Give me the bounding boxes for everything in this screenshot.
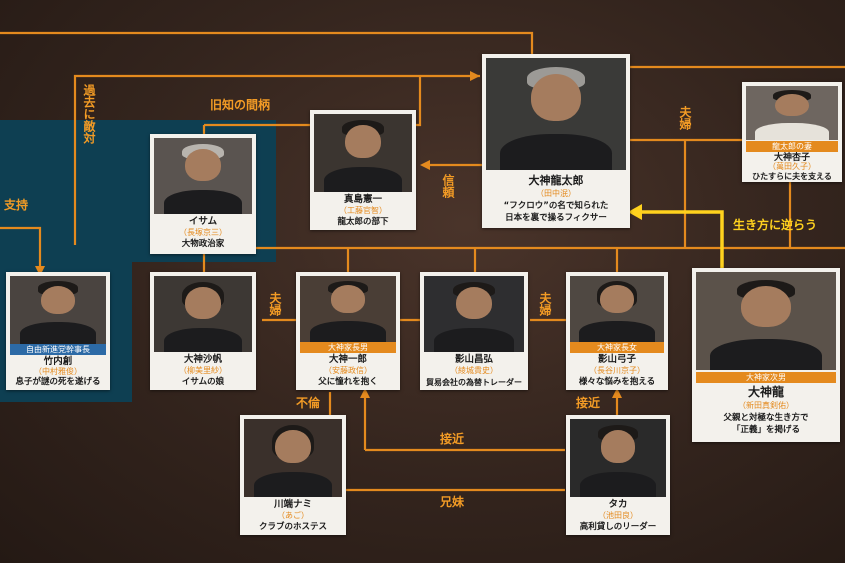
name-yumiko: 影山弓子 — [597, 354, 636, 365]
actor-mashima: （工藤官智） — [339, 206, 387, 215]
name-ryutaro: 大神龍太郎 — [528, 174, 584, 187]
label-furin: 不倫 — [296, 396, 321, 410]
name-takeuchi: 竹内創 — [43, 356, 73, 367]
actor-takeuchi: （中村雅俊） — [34, 367, 82, 376]
name-mashima: 真島憲一 — [343, 194, 382, 205]
role-takeuchi: 自由新進党幹事長 — [10, 344, 106, 355]
desc-ryu-1: 父親と対極な生き方で — [723, 413, 809, 423]
card-masahiro[interactable]: 影山昌弘 （綾城貴史） 貿易会社の為替トレーダー — [420, 272, 528, 390]
actor-saho: （柳美里紗） — [179, 366, 227, 375]
photo-nami — [244, 419, 342, 497]
card-ryu[interactable]: 大神家次男 大神龍 （新田真剣佑） 父親と対極な生き方で 「正義」を掲げる — [692, 268, 840, 442]
role-yumiko: 大神家長女 — [570, 342, 664, 353]
photo-yumiko — [570, 276, 664, 342]
card-isamu[interactable]: イサム （長塚京三） 大物政治家 — [150, 134, 256, 254]
label-kyoudai: 兄妹 — [440, 495, 465, 509]
actor-masahiro: （綾城貴史） — [450, 366, 498, 375]
photo-kyoko — [746, 86, 838, 140]
desc-taka: 高利貸しのリーダー — [579, 522, 657, 532]
label-shinrai: 信頼 — [441, 174, 455, 198]
photo-ichiro — [300, 276, 396, 342]
name-taka: タカ — [608, 499, 628, 510]
card-yumiko[interactable]: 大神家長女 影山弓子 （長谷川京子） 様々な悩みを抱える — [566, 272, 668, 390]
actor-taka: （池田良） — [598, 511, 638, 520]
desc-saho: イサムの娘 — [181, 377, 225, 387]
label-sekkin-right: 接近 — [576, 396, 601, 410]
actor-kyoko: （萬田久子） — [768, 162, 816, 171]
actor-isamu: （長塚京三） — [179, 228, 227, 237]
photo-taka — [570, 419, 666, 497]
desc-nami: クラブのホステス — [258, 522, 327, 532]
photo-ryutaro — [486, 58, 626, 170]
name-ryu: 大神龍 — [747, 385, 784, 399]
photo-masahiro — [424, 276, 524, 352]
desc-ichiro: 父に憧れを抱く — [318, 377, 378, 387]
card-saho[interactable]: 大神沙帆 （柳美里紗） イサムの娘 — [150, 272, 256, 390]
role-kyoko: 龍太郎の妻 — [746, 141, 838, 152]
actor-ryu: （新田真剣佑） — [738, 401, 794, 410]
photo-ryu — [696, 272, 836, 370]
label-sekkin-mid: 接近 — [440, 432, 465, 446]
photo-saho — [154, 276, 252, 352]
photo-mashima — [314, 114, 412, 192]
name-nami: 川端ナミ — [273, 499, 312, 510]
photo-takeuchi — [10, 276, 106, 344]
label-fuufu-top: 夫婦 — [678, 106, 692, 130]
desc-mashima: 龍太郎の部下 — [337, 217, 389, 227]
desc-yumiko: 様々な悩みを抱える — [578, 377, 656, 387]
actor-nami: （あご） — [277, 511, 309, 520]
label-kyuchi: 旧知の間柄 — [210, 98, 271, 112]
card-takeuchi[interactable]: 自由新進党幹事長 竹内創 （中村雅俊） 息子が謎の死を遂げる — [6, 272, 110, 390]
card-taka[interactable]: タカ （池田良） 高利貸しのリーダー — [566, 415, 670, 535]
actor-ryutaro: （田中泯） — [536, 189, 576, 198]
role-ryu: 大神家次男 — [696, 372, 836, 383]
role-ichiro: 大神家長男 — [300, 342, 396, 353]
desc-takeuchi: 息子が謎の死を遂げる — [15, 377, 101, 387]
label-shiji: 支持 — [4, 198, 29, 212]
label-fuufu-mid: 夫婦 — [538, 292, 552, 316]
card-ichiro[interactable]: 大神家長男 大神一郎 （安藤政信） 父に憧れを抱く — [296, 272, 400, 390]
card-ryutaro[interactable]: 大神龍太郎 （田中泯） “フクロウ”の名で知られた 日本を裏で操るフィクサー — [482, 54, 630, 228]
name-masahiro: 影山昌弘 — [454, 354, 493, 365]
actor-yumiko: （長谷川京子） — [589, 366, 645, 375]
desc-ryutaro-1: “フクロウ”の名で知られた — [503, 201, 609, 211]
card-nami[interactable]: 川端ナミ （あご） クラブのホステス — [240, 415, 346, 535]
card-mashima[interactable]: 真島憲一 （工藤官智） 龍太郎の部下 — [310, 110, 416, 230]
desc-isamu: 大物政治家 — [181, 239, 225, 249]
name-ichiro: 大神一郎 — [328, 354, 367, 365]
name-saho: 大神沙帆 — [183, 354, 222, 365]
label-kako-ni-tekitai: 過去に敵対 — [82, 84, 96, 144]
name-isamu: イサム — [188, 216, 218, 227]
label-ikikata-ni-sakarau: 生き方に逆らう — [733, 218, 818, 232]
desc-ryutaro-2: 日本を裏で操るフィクサー — [505, 213, 607, 223]
desc-ryu-2: 「正義」を掲げる — [731, 425, 800, 435]
photo-isamu — [154, 138, 252, 214]
name-kyoko: 大神杏子 — [773, 153, 810, 163]
label-fuufu-left: 夫婦 — [268, 292, 282, 316]
desc-kyoko: ひたすらに夫を支える — [752, 172, 832, 181]
actor-ichiro: （安藤政信） — [324, 366, 372, 375]
card-kyoko[interactable]: 龍太郎の妻 大神杏子 （萬田久子） ひたすらに夫を支える — [742, 82, 842, 182]
desc-masahiro: 貿易会社の為替トレーダー — [426, 378, 522, 387]
